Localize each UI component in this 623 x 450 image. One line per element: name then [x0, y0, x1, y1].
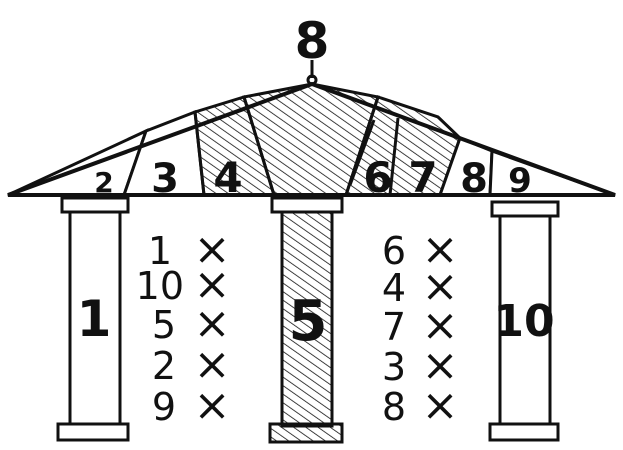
right-list-item: 4: [382, 266, 406, 310]
pediment-label-9: 9: [508, 161, 532, 201]
right-list: 6 × 4 × 7 × 3 × 8 ×: [382, 224, 459, 431]
column-left-label: 1: [77, 290, 112, 348]
left-list-item: 5: [152, 303, 176, 347]
right-list-item: 3: [382, 345, 406, 389]
column-right-label: 10: [493, 296, 554, 347]
pediment-label-6: 6: [363, 153, 392, 202]
pediment-label-7: 7: [408, 153, 437, 202]
left-list: 1 × 10 × 5 × 2 × 9 ×: [136, 224, 231, 431]
apex-label: 8: [295, 12, 330, 70]
pediment-label-2: 2: [94, 166, 113, 199]
pediment-label-3: 3: [151, 156, 179, 202]
left-list-item: 2: [152, 344, 176, 388]
left-list-mark: ×: [194, 380, 231, 431]
right-list-mark: ×: [422, 380, 459, 431]
left-list-item: 9: [152, 385, 176, 429]
right-list-item: 8: [382, 385, 406, 429]
pediment-label-4: 4: [213, 153, 242, 202]
right-list-item: 7: [382, 305, 406, 349]
pediment-label-8: 8: [460, 156, 488, 202]
column-center-label: 5: [289, 289, 328, 354]
left-list-item: 10: [136, 264, 184, 308]
